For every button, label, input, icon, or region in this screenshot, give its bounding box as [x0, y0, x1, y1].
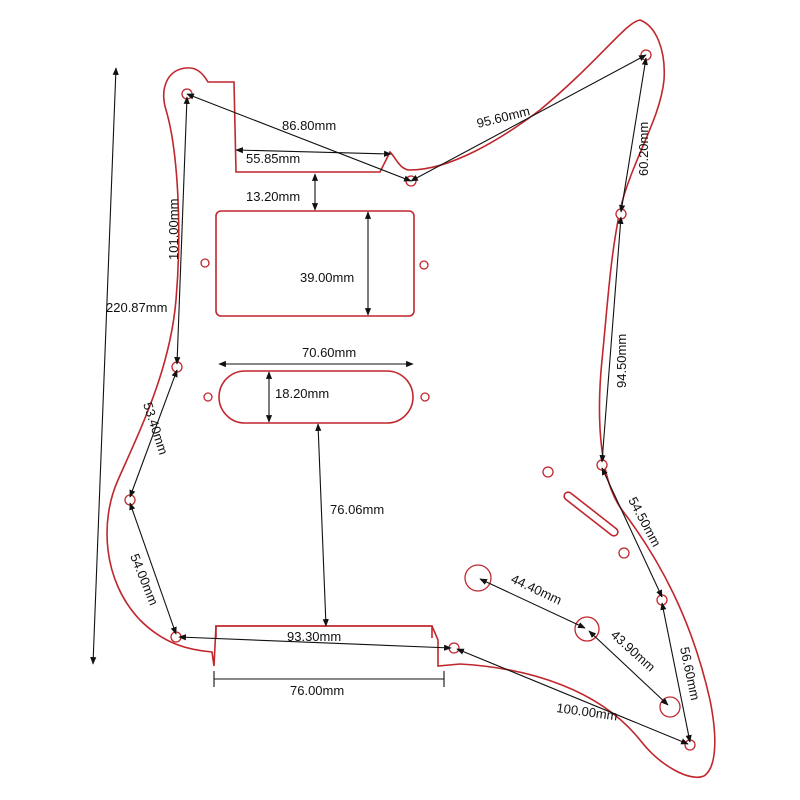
mount-hole [542, 466, 554, 478]
label-single-coil-height: 18.20mm [275, 386, 329, 401]
label-neck-gap: 13.20mm [246, 189, 300, 204]
mount-hole [203, 392, 213, 402]
dim-knob-spacing-1 [479, 578, 586, 629]
dim-bottom-holes [178, 634, 452, 651]
label-right-upper: 60.20mm [636, 122, 651, 176]
label-right-bottom: 56.60mm [677, 646, 703, 702]
mount-hole [420, 392, 430, 402]
dim-bottom-right-diag [456, 648, 689, 745]
switch-slot [563, 491, 619, 537]
label-bottom-right-diag: 100.00mm [556, 700, 619, 723]
label-overall-height: 220.87mm [106, 300, 167, 315]
mount-hole [419, 260, 429, 270]
dim-right-lower [601, 467, 663, 598]
label-knob-spacing-1: 44.40mm [509, 571, 564, 608]
knob-hole [464, 564, 492, 592]
label-left-middle: 53.40mm [140, 400, 171, 456]
label-top-right-diag: 95.60mm [475, 103, 531, 131]
dim-left-middle [129, 369, 178, 498]
label-humbucker-height: 39.00mm [300, 270, 354, 285]
humbucker-cavity [215, 210, 415, 317]
dim-top-right-diag [410, 54, 647, 182]
dim-coil-to-bottom [315, 423, 329, 627]
label-coil-to-bottom: 76.06mm [330, 502, 384, 517]
dim-left-upper [174, 96, 190, 365]
dim-left-lower [129, 502, 177, 635]
dim-right-middle [599, 216, 624, 463]
label-top-neck-diag: 86.80mm [282, 118, 336, 133]
label-bottom-holes: 93.30mm [287, 629, 341, 644]
label-top-neck-width: 55.85mm [246, 151, 300, 166]
single-coil-cavity [218, 370, 414, 424]
label-right-middle: 94.50mm [614, 334, 629, 388]
dim-right-upper [619, 57, 648, 213]
dim-top-neck-width [235, 147, 392, 157]
dim-top-neck-diag [186, 93, 412, 182]
label-single-coil-length: 70.60mm [302, 345, 356, 360]
label-knob-spacing-2: 43.90mm [608, 627, 658, 674]
label-bottom-cutout-width: 76.00mm [290, 683, 344, 698]
dim-overall-height [90, 67, 119, 665]
mount-hole [200, 258, 210, 268]
mount-hole [618, 547, 630, 559]
label-left-upper: 101.00mm [166, 199, 181, 260]
